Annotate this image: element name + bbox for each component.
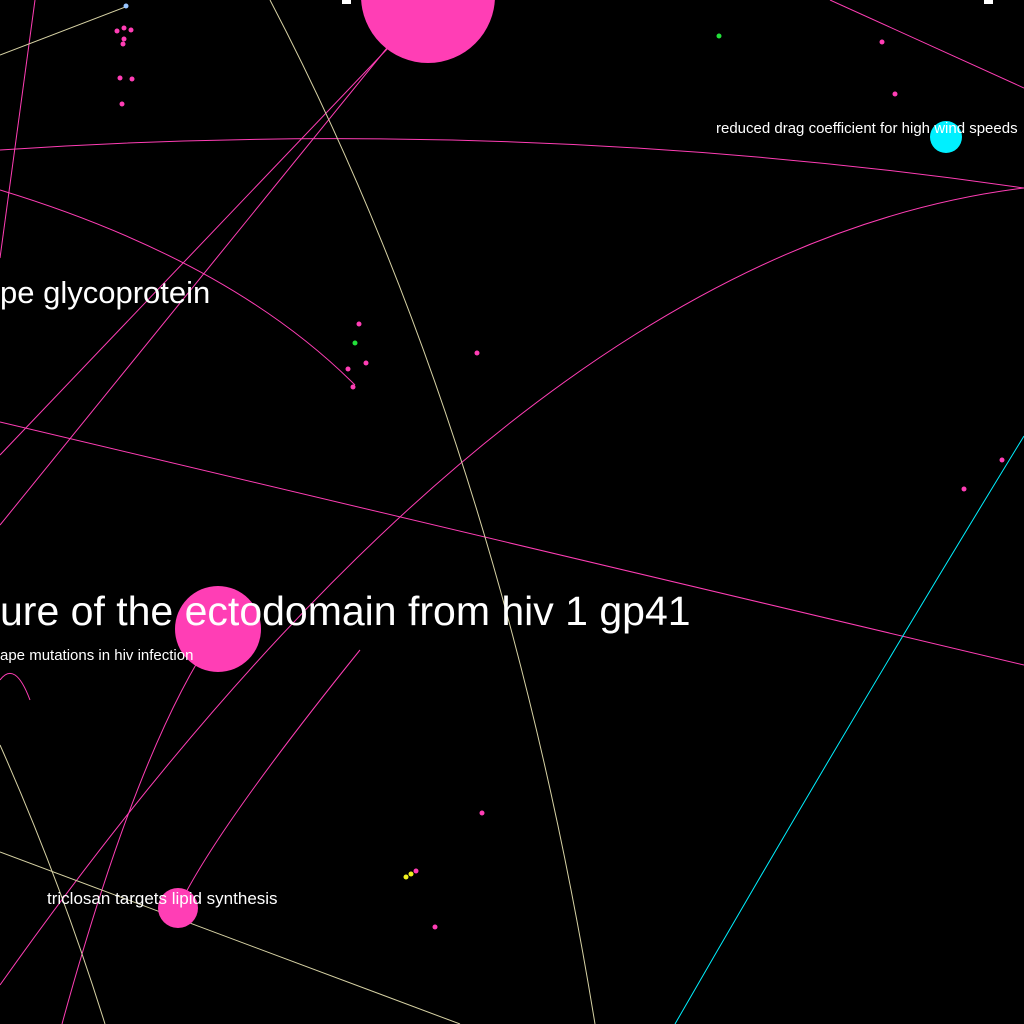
node-small[interactable] bbox=[479, 810, 485, 816]
edge bbox=[0, 672, 31, 701]
label-fragment bbox=[984, 0, 993, 4]
edge bbox=[0, 138, 1024, 189]
node-ectodomain[interactable] bbox=[175, 586, 261, 672]
node-small[interactable] bbox=[999, 457, 1005, 463]
node-small[interactable] bbox=[879, 39, 885, 45]
edge bbox=[829, 0, 1024, 89]
node-small[interactable] bbox=[121, 25, 127, 31]
node-small[interactable] bbox=[403, 874, 409, 880]
label-ectodomain: ure of the ectodomain from hiv 1 gp41 bbox=[0, 588, 691, 634]
node-small[interactable] bbox=[350, 384, 356, 390]
node-small[interactable] bbox=[119, 101, 125, 107]
edge bbox=[0, 421, 1024, 666]
label-drag: reduced drag coefficient for high wind s… bbox=[716, 120, 1018, 137]
edge bbox=[674, 435, 1024, 1024]
node-small[interactable] bbox=[117, 75, 123, 81]
node-small[interactable] bbox=[961, 486, 967, 492]
edge bbox=[0, 0, 36, 259]
label-glycoprotein: pe glycoprotein bbox=[0, 275, 210, 310]
edge bbox=[0, 851, 461, 1024]
edge bbox=[0, 187, 1024, 986]
node-small[interactable] bbox=[363, 360, 369, 366]
label-escape-mutations: ape mutations in hiv infection bbox=[0, 647, 193, 664]
node-triclosan[interactable] bbox=[158, 888, 198, 928]
label-fragment bbox=[342, 0, 351, 4]
node-small[interactable] bbox=[408, 871, 414, 877]
node-small[interactable] bbox=[128, 27, 134, 33]
node-small[interactable] bbox=[121, 36, 127, 42]
node-small[interactable] bbox=[413, 868, 419, 874]
edge bbox=[269, 0, 596, 1024]
node-small[interactable] bbox=[114, 28, 120, 34]
node-small[interactable] bbox=[474, 350, 480, 356]
node-hub-top[interactable] bbox=[361, 0, 495, 63]
node-small[interactable] bbox=[356, 321, 362, 327]
node-small[interactable] bbox=[716, 33, 722, 39]
node-small[interactable] bbox=[352, 340, 358, 346]
node-small[interactable] bbox=[123, 3, 129, 9]
edge bbox=[0, 5, 129, 56]
node-drag[interactable] bbox=[930, 121, 962, 153]
node-small[interactable] bbox=[892, 91, 898, 97]
edge bbox=[0, 45, 391, 456]
node-small[interactable] bbox=[129, 76, 135, 82]
node-small[interactable] bbox=[345, 366, 351, 372]
node-labels: ure of the ectodomain from hiv 1 gp41 pe… bbox=[0, 0, 1018, 908]
edge bbox=[0, 37, 396, 526]
node-small[interactable] bbox=[432, 924, 438, 930]
nodes bbox=[114, 0, 1005, 930]
label-triclosan: triclosan targets lipid synthesis bbox=[47, 889, 278, 908]
edge bbox=[177, 649, 361, 909]
edge bbox=[0, 744, 106, 1024]
node-small[interactable] bbox=[120, 41, 126, 47]
